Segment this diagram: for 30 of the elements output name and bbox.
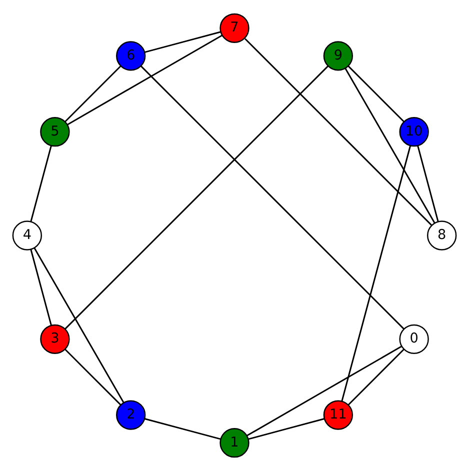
connector [246,345,402,436]
connector [64,348,122,405]
connector [341,145,412,401]
connector [244,38,432,226]
connector [30,248,52,325]
connector [34,247,124,403]
node-circle: 10 [399,116,429,146]
connector [248,418,325,440]
connector [344,68,436,224]
node-circle: 1 [220,428,250,458]
node-circle: 8 [427,220,457,250]
node-circle: 5 [40,116,70,146]
connector [144,418,221,440]
node-circle: 0 [399,324,429,354]
connector [64,65,328,330]
node-circle: 7 [220,12,250,42]
node-circle: 6 [116,40,146,70]
connector [348,348,404,406]
connector [417,144,439,222]
connector [140,65,404,330]
node-circle: 2 [116,400,146,430]
node-circle: 3 [40,324,70,354]
connector [30,144,52,222]
connector [66,34,222,125]
connector [348,65,405,122]
connector [64,64,122,122]
connector [144,30,221,52]
node-circle: 9 [323,40,353,70]
node-circle: 11 [323,400,353,430]
node-circle: 4 [12,220,42,250]
